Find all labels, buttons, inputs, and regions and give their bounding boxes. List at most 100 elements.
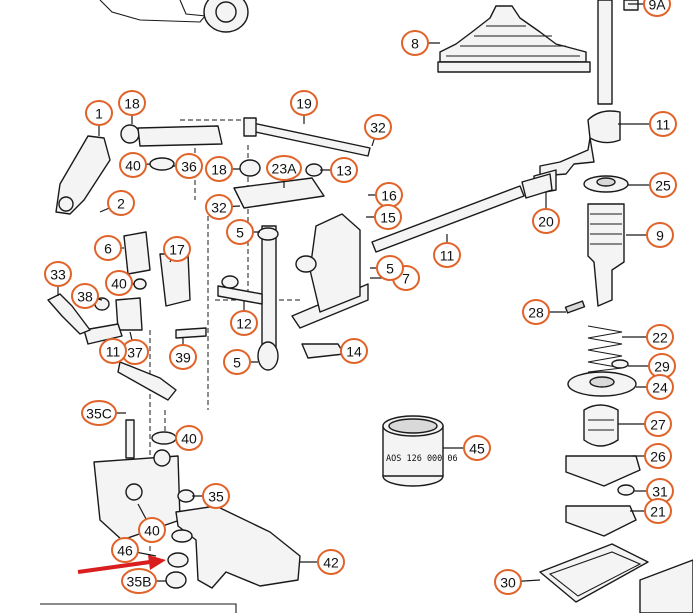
- callout-label: 13: [336, 163, 352, 179]
- callout-ring: [71, 283, 99, 309]
- callout-11: 11: [649, 111, 677, 137]
- callout-5: 5: [376, 255, 404, 281]
- callout-1: 1: [85, 100, 113, 126]
- callout-label: 40: [181, 431, 197, 447]
- callout-label: 2: [117, 196, 125, 212]
- callout-label: 19: [296, 96, 312, 112]
- callout-ring: [226, 219, 254, 245]
- callout-ring: [290, 90, 318, 116]
- callout-18: 18: [205, 156, 233, 182]
- callout-32: 32: [205, 194, 233, 220]
- callout-15: 15: [374, 204, 402, 230]
- callout-26: 26: [644, 443, 672, 469]
- callout-ring: [374, 204, 402, 230]
- callout-19: 19: [290, 90, 318, 116]
- callout-label: 5: [236, 225, 244, 241]
- callout-ring: [163, 236, 191, 262]
- callout-2: 2: [107, 190, 135, 216]
- callout-ring: [522, 299, 550, 325]
- callout-ring: [107, 190, 135, 216]
- callout-ring: [340, 338, 368, 364]
- callout-35b: 35B: [121, 568, 157, 594]
- callout-label: 31: [652, 484, 668, 500]
- callout-ring: [205, 156, 233, 182]
- callout-ring: [119, 152, 147, 178]
- linkage-rod: [243, 117, 371, 157]
- callout-label: 11: [656, 117, 671, 133]
- callout-18: 18: [118, 90, 146, 116]
- callout-13: 13: [330, 157, 358, 183]
- callout-ring: [85, 100, 113, 126]
- callout-37: 37: [121, 339, 149, 365]
- lower-housing: [40, 419, 301, 613]
- selector-lever-parts: [47, 124, 263, 401]
- callout-ring: [230, 310, 258, 336]
- callout-ring: [644, 443, 672, 469]
- callout-12: 12: [230, 310, 258, 336]
- callout-label: 33: [50, 267, 66, 283]
- callout-39: 39: [169, 344, 197, 370]
- callout-25: 25: [649, 172, 677, 198]
- highlight-arrow: [77, 555, 166, 574]
- callout-ring: [330, 157, 358, 183]
- callout-label: 16: [381, 188, 397, 204]
- callout-label: 5: [233, 355, 241, 371]
- callout-label: 18: [124, 96, 140, 112]
- callout-ring: [649, 172, 677, 198]
- callout-14: 14: [340, 338, 368, 364]
- callout-ring: [649, 111, 677, 137]
- callout-ring: [494, 569, 522, 595]
- callout-21: 21: [644, 498, 672, 524]
- callout-ring: [646, 374, 674, 400]
- callout-label: 18: [211, 162, 227, 178]
- callout-label: 45: [469, 441, 485, 457]
- callout-label: 40: [125, 158, 141, 174]
- callout-ring: [643, 0, 671, 17]
- callout-30: 30: [494, 569, 522, 595]
- callout-label: 9: [656, 228, 664, 244]
- callout-ring: [646, 222, 674, 248]
- callout-label: 35: [208, 489, 224, 505]
- callout-label: 36: [181, 159, 197, 175]
- callout-ring: [401, 30, 429, 56]
- callout-ring: [105, 270, 133, 296]
- callout-label: 35B: [127, 574, 152, 590]
- callout-ring: [99, 338, 127, 364]
- clamp-stamp-text: AOS 126 000 06: [386, 454, 458, 464]
- callout-22: 22: [646, 324, 674, 350]
- callout-label: 37: [127, 345, 143, 361]
- callout-label: 22: [652, 330, 668, 346]
- callout-45: 45: [463, 435, 491, 461]
- callout-9: 9: [646, 222, 674, 248]
- callout-ring: [94, 235, 122, 261]
- callout-ring: [118, 90, 146, 116]
- callout-35: 35: [202, 483, 230, 509]
- callout-28: 28: [522, 299, 550, 325]
- spring-and-seat-stack: [539, 300, 693, 613]
- callout-8: 8: [401, 30, 429, 56]
- callout-ring: [646, 324, 674, 350]
- callout-label: 8: [411, 36, 419, 52]
- callout-40: 40: [138, 517, 166, 543]
- callout-ring: [223, 349, 251, 375]
- central-bracket: [233, 159, 369, 371]
- callout-32: 32: [364, 114, 392, 140]
- callout-ring: [169, 344, 197, 370]
- callout-5: 5: [223, 349, 251, 375]
- callout-31: 31: [646, 478, 674, 504]
- callout-35c: 35C: [81, 400, 117, 426]
- callout-ring: [44, 261, 72, 287]
- callout-6: 6: [94, 235, 122, 261]
- callout-label: 29: [654, 359, 670, 375]
- callout-ring: [364, 114, 392, 140]
- callout-ring: [266, 155, 302, 181]
- callout-ring: [121, 568, 157, 594]
- callout-label: 24: [652, 380, 668, 396]
- callout-label: 11: [106, 344, 121, 360]
- callout-ring: [433, 242, 461, 268]
- callout-ring: [81, 400, 117, 426]
- callout-label: 17: [169, 242, 185, 258]
- callout-9a: 9A: [643, 0, 671, 17]
- callout-label: 21: [650, 504, 666, 520]
- shift-cable: [371, 173, 553, 253]
